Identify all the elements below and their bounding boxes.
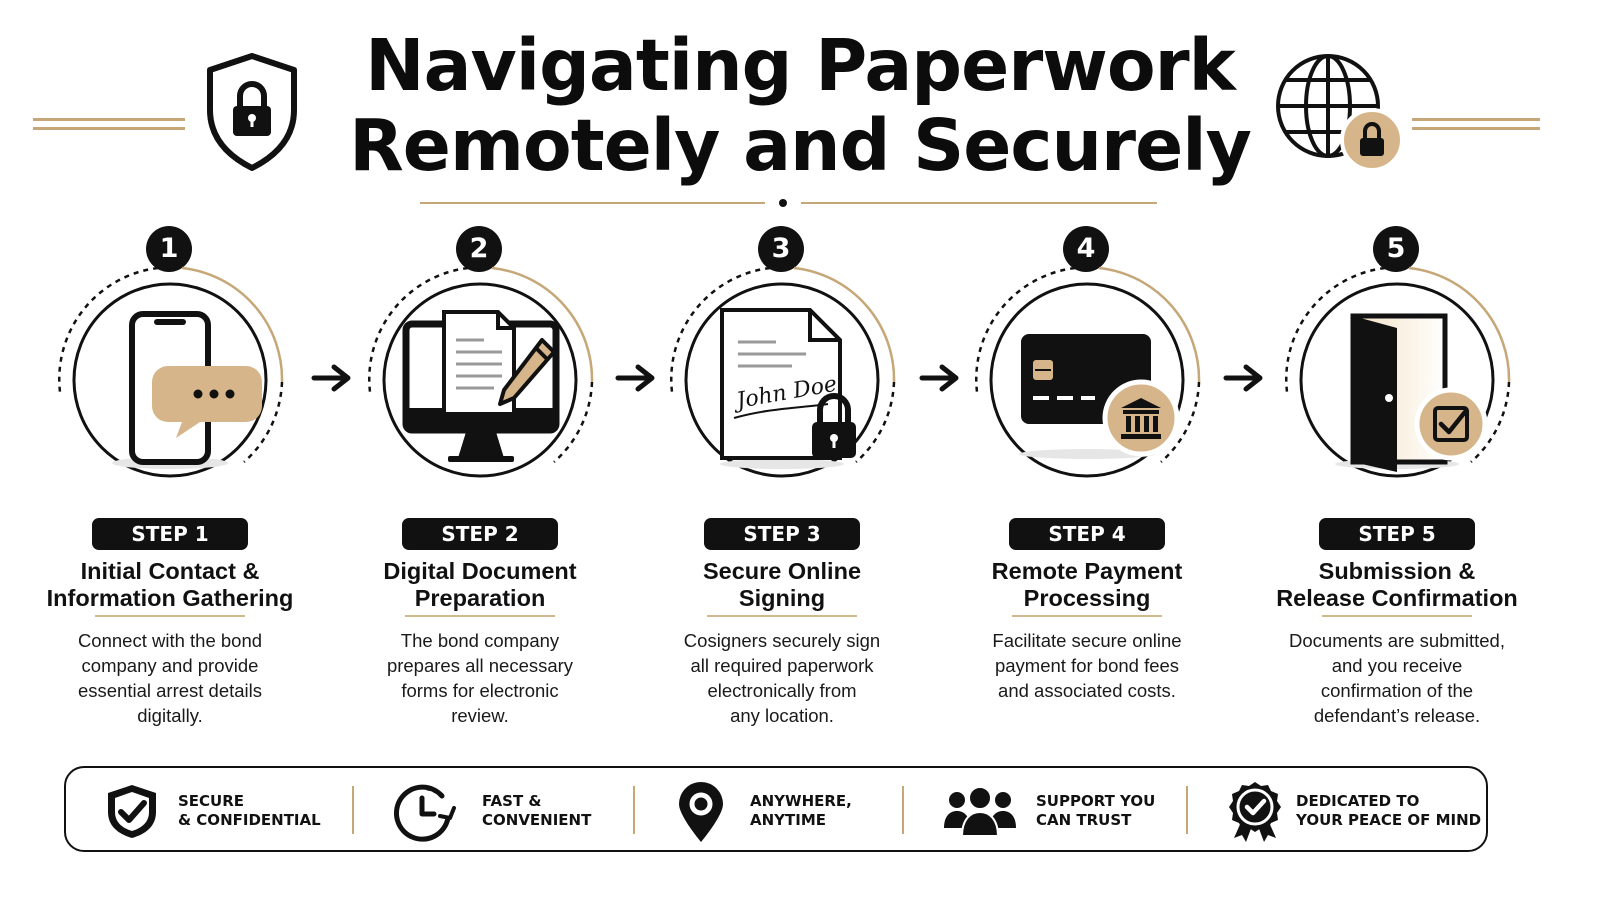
clock-icon bbox=[393, 784, 456, 842]
features-bar: SECURE & CONFIDENTIAL FAST & CONVENIENT … bbox=[64, 766, 1488, 852]
header-left-rule-bottom bbox=[33, 127, 185, 130]
location-pin-icon bbox=[679, 782, 723, 842]
feature-anywhere: ANYWHERE, ANYTIME bbox=[676, 768, 926, 854]
step-ring bbox=[368, 266, 594, 478]
step-number-badge: 5 bbox=[1373, 226, 1419, 272]
step-ring bbox=[975, 266, 1201, 478]
step-description: Connect with the bond company and provid… bbox=[77, 630, 263, 726]
arrow-right-icon bbox=[615, 364, 655, 392]
feature-separator bbox=[1186, 786, 1188, 834]
feature-label: ANYWHERE, ANYTIME bbox=[750, 792, 852, 829]
step-number-badge: 3 bbox=[758, 226, 804, 272]
credit-card-bank-icon bbox=[1019, 334, 1180, 459]
feature-fast: FAST & CONVENIENT bbox=[392, 768, 632, 854]
signed-document-lock-icon: John Doe bbox=[720, 308, 856, 469]
step-ring bbox=[1285, 266, 1511, 478]
feature-separator bbox=[633, 786, 635, 834]
step-title: Digital Document Preparation bbox=[383, 558, 577, 611]
step-divider bbox=[95, 615, 245, 617]
step-label-pill: STEP 3 bbox=[704, 518, 860, 550]
feature-secure: SECURE & CONFIDENTIAL bbox=[104, 768, 364, 854]
step-description: Documents are submitted, and you receive… bbox=[1289, 630, 1505, 726]
feature-label: FAST & CONVENIENT bbox=[482, 792, 592, 829]
step-description: Facilitate secure online payment for bon… bbox=[992, 630, 1182, 701]
step-number-badge: 2 bbox=[456, 226, 502, 272]
step-3: 3 John Doe STEP 3 Secure Online Signing … bbox=[632, 226, 932, 756]
feature-label: DEDICATED TO YOUR PEACE OF MIND bbox=[1296, 792, 1482, 829]
step-4: 4 STEP 4 Remote Payment Processing Facil… bbox=[937, 226, 1237, 756]
feature-label: SECURE & CONFIDENTIAL bbox=[178, 792, 321, 829]
arrow-right-icon bbox=[311, 364, 351, 392]
smartphone-chat-icon bbox=[112, 311, 262, 469]
step-title: Secure Online Signing bbox=[702, 558, 862, 611]
feature-support: SUPPORT YOU CAN TRUST bbox=[942, 768, 1202, 854]
monitor-document-pen-icon bbox=[402, 310, 560, 462]
step-label-pill: STEP 4 bbox=[1009, 518, 1165, 550]
header-right-rule-top bbox=[1412, 118, 1540, 121]
arrow-right-icon bbox=[1223, 364, 1263, 392]
step-description: The bond company prepares all necessary … bbox=[386, 630, 574, 726]
title-divider-right bbox=[801, 202, 1157, 204]
step-divider bbox=[405, 615, 555, 617]
header-right-rule-bottom bbox=[1412, 127, 1540, 130]
page-title: Navigating Paperwork Remotely and Secure… bbox=[250, 26, 1350, 186]
step-ring bbox=[670, 266, 896, 478]
shield-check-icon bbox=[108, 785, 156, 838]
step-number-badge: 1 bbox=[146, 226, 192, 272]
open-door-check-icon bbox=[1335, 313, 1488, 472]
feature-label: SUPPORT YOU CAN TRUST bbox=[1036, 792, 1156, 829]
feature-peace-of-mind: DEDICATED TO YOUR PEACE OF MIND bbox=[1226, 768, 1481, 854]
feature-separator bbox=[902, 786, 904, 834]
header-left-rule-top bbox=[33, 118, 185, 121]
feature-separator bbox=[352, 786, 354, 834]
step-ring bbox=[58, 266, 284, 478]
title-line-1: Navigating Paperwork bbox=[365, 24, 1236, 107]
step-1: 1 STEP 1 Initial Contact & Information G… bbox=[20, 226, 320, 756]
people-icon bbox=[944, 786, 1016, 837]
step-description: Cosigners securely sign all required pap… bbox=[683, 630, 881, 726]
step-title: Remote Payment Processing bbox=[991, 558, 1183, 611]
step-title: Submission & Release Confirmation bbox=[1276, 558, 1518, 611]
globe-lock-icon bbox=[1276, 54, 1404, 172]
step-2: 2 STEP 2 Digital Document Preparation Th… bbox=[330, 226, 630, 756]
step-label-pill: STEP 1 bbox=[92, 518, 248, 550]
title-divider-dot bbox=[779, 199, 787, 207]
step-divider bbox=[707, 615, 857, 617]
badge-check-icon bbox=[1229, 782, 1281, 842]
step-label-pill: STEP 5 bbox=[1319, 518, 1475, 550]
step-divider bbox=[1322, 615, 1472, 617]
arrow-right-icon bbox=[919, 364, 959, 392]
step-number-badge: 4 bbox=[1063, 226, 1109, 272]
step-label-pill: STEP 2 bbox=[402, 518, 558, 550]
title-line-2: Remotely and Securely bbox=[349, 104, 1252, 187]
shield-lock-icon bbox=[207, 53, 297, 171]
title-divider-left bbox=[420, 202, 765, 204]
step-5: 5 STEP 5 Submission & Release Confirmati… bbox=[1247, 226, 1547, 756]
step-title: Initial Contact & Information Gathering bbox=[46, 558, 294, 611]
step-divider bbox=[1012, 615, 1162, 617]
